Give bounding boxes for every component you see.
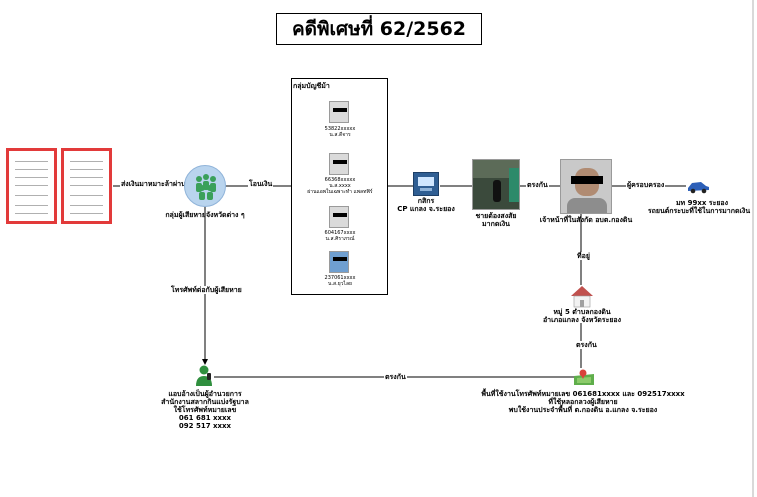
edge-label-phone-contact: โทรศัพท์ต่อกับผู้เสียหาย <box>170 286 243 294</box>
car-label-2: รถยนต์กระบะที่ใช้ในการมากดเงิน <box>647 207 751 215</box>
house-label-1: หมู่ 5 ตำบลกองดิน <box>553 308 611 316</box>
member-photo-1 <box>329 101 349 123</box>
member-photo-4 <box>329 251 349 273</box>
member-name-2: น.ส.xxxx <box>329 183 351 189</box>
member-id-2: 66368xxxxx <box>324 177 356 183</box>
phone-area-label-3: พบใช้งานประจำพื้นที่ ต.กองดิน อ.แกลง จ.ร… <box>508 406 658 414</box>
edge-label-transfer: โอนเงิน <box>248 180 274 188</box>
member-photo-2 <box>329 153 349 175</box>
arrowhead-down <box>202 359 208 365</box>
map-pin-icon <box>573 368 595 386</box>
member-note-2: ผ่านแอพในเฉพาะทำ แพลทฟิร์ <box>307 189 373 195</box>
phone-area-label-1: พื้นที่ใช้งานโทรศัพท์หมายเลข 061681xxxx … <box>481 390 685 398</box>
suspect-label: เจ้าหน้าที่ในสังกัด อบต.กองดิน <box>539 216 633 224</box>
car-icon <box>686 178 710 194</box>
member-name-4: น.ส.ยุวไลย <box>328 281 352 287</box>
mule-group-title: กลุ่มบัญชีม้า <box>293 82 330 90</box>
suspect-photo <box>560 159 612 214</box>
caller-label-3: ใช้โทรศัพท์หมายเลข <box>173 406 237 414</box>
member-id-4: 237061xxxx <box>324 275 356 281</box>
edge-label-match-1: ตรงกัน <box>526 181 549 189</box>
member-name-1: น.ส.ดีจาร <box>329 132 351 138</box>
edge-label-match-3: ตรงกัน <box>384 373 407 381</box>
evidence-document-1 <box>6 148 57 224</box>
member-name-3: น.ส.ศิราภรณ์ <box>325 236 355 242</box>
edge-label-send-money: ส่งเงินมาหมาะล้าผ่าน <box>120 180 187 188</box>
cctv-label-1: ชายต้องสงสัย <box>475 212 517 220</box>
edge-label-match-2: ตรงกัน <box>575 341 598 349</box>
phone-area-label-2: ที่ใช้หลอกลวงผู้เสียหาย <box>548 398 618 406</box>
victims-group-icon <box>184 165 226 207</box>
caller-icon <box>193 364 215 388</box>
page-edge <box>752 0 754 497</box>
house-label-2: อำเภอแกลง จังหวัดระยอง <box>542 316 622 324</box>
edge-label-owner: ผู้ครอบครอง <box>626 181 666 189</box>
member-id-3: 604167xxxx <box>324 230 356 236</box>
house-icon <box>570 284 594 308</box>
atm-icon <box>413 172 439 196</box>
member-id-1: 53822xxxxx <box>324 126 356 132</box>
victims-label: กลุ่มผู้เสียหายจังหวัดต่าง ๆ <box>165 211 245 219</box>
cctv-label-2: มากดเงิน <box>482 220 510 228</box>
member-photo-3 <box>329 206 349 228</box>
caller-phone-1: 061 681 xxxx <box>178 414 232 422</box>
evidence-document-2 <box>61 148 112 224</box>
car-label-1: มท 99xx ระยอง <box>675 199 729 207</box>
atm-label-2: CP แกลง จ.ระยอง <box>397 205 455 213</box>
caller-phone-2: 092 517 xxxx <box>178 422 232 430</box>
edge-label-residence: ที่อยู่ <box>576 252 591 260</box>
caller-label-2: สำนักงานสลากกินแบ่งรัฐบาล <box>161 398 249 406</box>
caller-label-1: แอบอ้างเป็นผู้อำนวยการ <box>168 390 242 398</box>
atm-label-1: กสิกร <box>417 197 435 205</box>
cctv-image <box>472 159 520 210</box>
page-title: คดีพิเศษที่ 62/2562 <box>276 13 482 45</box>
